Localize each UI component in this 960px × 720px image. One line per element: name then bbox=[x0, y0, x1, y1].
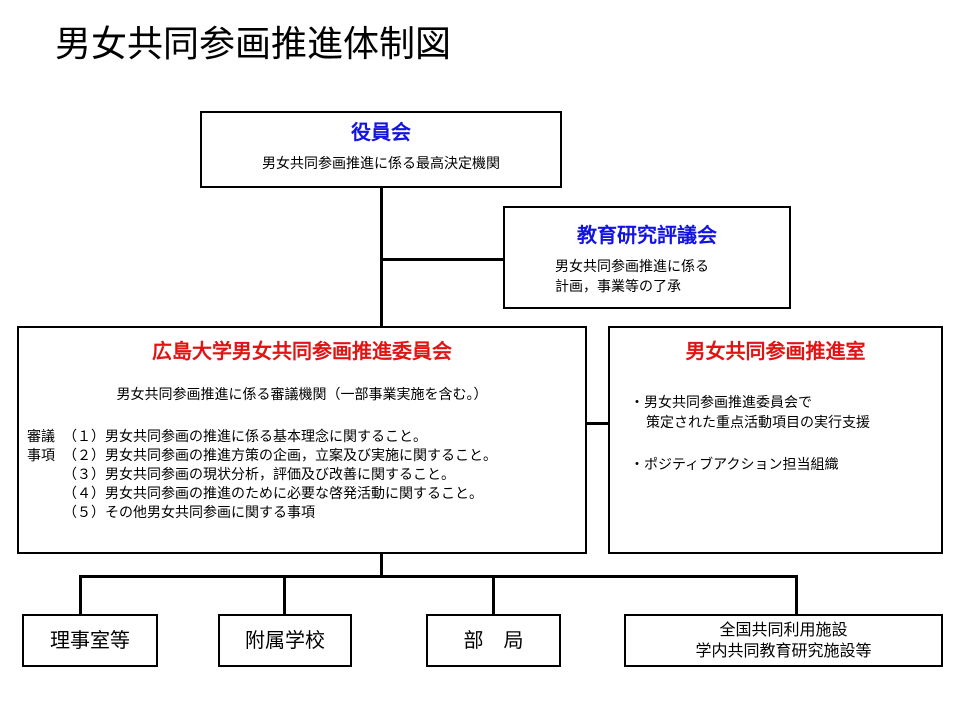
unit-box-3: 部 局 bbox=[426, 614, 561, 667]
unit-name-3: 部 局 bbox=[463, 628, 524, 652]
unit-name-2: 附属学校 bbox=[245, 628, 325, 652]
unit-name-4-line2: 学内共同教育研究施設等 bbox=[695, 641, 872, 660]
office-item-1-line2: 策定された重点活動項目の実行支援 bbox=[646, 415, 870, 431]
board-desc: 男女共同参画推進に係る最高決定機関 bbox=[262, 156, 500, 172]
office-item-1-line1: ・男女共同参画推進委員会で bbox=[630, 395, 812, 411]
edu-council-desc-line2: 計画，事業等の了承 bbox=[555, 279, 681, 295]
committee-box: 広島大学男女共同参画推進委員会 男女共同参画推進に係る審議機関（一部事業実施を含… bbox=[17, 326, 587, 554]
unit-name-4-line1: 全国共同利用施設 bbox=[719, 620, 848, 639]
connector-unit-2 bbox=[283, 575, 286, 616]
connector-committee-down bbox=[380, 552, 383, 577]
committee-item-4: （４）男女共同参画の推進のために必要な啓発活動に関すること。 bbox=[63, 486, 483, 502]
connector-board-committee bbox=[380, 187, 383, 328]
office-box: 男女共同参画推進室 ・男女共同参画推進委員会で 策定された重点活動項目の実行支援… bbox=[608, 326, 943, 554]
committee-item-2: （２）男女共同参画の推進方策の企画，立案及び実施に関すること。 bbox=[63, 448, 497, 464]
committee-label-1: 審議 bbox=[27, 429, 55, 445]
office-item-2: ・ポジティブアクション担当組織 bbox=[630, 457, 839, 473]
edu-council-name: 教育研究評議会 bbox=[577, 223, 717, 247]
connector-unit-1 bbox=[79, 575, 82, 616]
committee-label-2: 事項 bbox=[27, 448, 55, 464]
unit-box-2: 附属学校 bbox=[218, 614, 352, 667]
committee-item-5: （５）その他男女共同参画に関する事項 bbox=[63, 505, 315, 521]
connector-units-bus bbox=[79, 575, 798, 578]
board-box: 役員会 男女共同参画推進に係る最高決定機関 bbox=[200, 111, 562, 188]
committee-item-3: （３）男女共同参画の現状分析，評価及び改善に関すること。 bbox=[63, 467, 455, 483]
connector-unit-3 bbox=[492, 575, 495, 616]
unit-name-1: 理事室等 bbox=[50, 628, 130, 652]
connector-unit-4 bbox=[795, 575, 798, 616]
unit-box-4: 全国共同利用施設 学内共同教育研究施設等 bbox=[624, 614, 943, 667]
page-title: 男女共同参画推進体制図 bbox=[55, 24, 452, 65]
unit-box-1: 理事室等 bbox=[22, 614, 158, 667]
committee-desc: 男女共同参画推進に係る審議機関（一部事業実施を含む。） bbox=[116, 387, 488, 403]
office-name: 男女共同参画推進室 bbox=[685, 339, 866, 363]
edu-council-desc-line1: 男女共同参画推進に係る bbox=[555, 259, 709, 275]
edu-council-box: 教育研究評議会 男女共同参画推進に係る 計画，事業等の了承 bbox=[503, 206, 791, 309]
board-name: 役員会 bbox=[351, 120, 411, 144]
committee-name: 広島大学男女共同参画推進委員会 bbox=[152, 339, 452, 363]
committee-item-1: （１）男女共同参画の推進に係る基本理念に関すること。 bbox=[63, 429, 427, 445]
connector-committee-office bbox=[585, 422, 610, 425]
connector-edu-council bbox=[380, 258, 506, 261]
